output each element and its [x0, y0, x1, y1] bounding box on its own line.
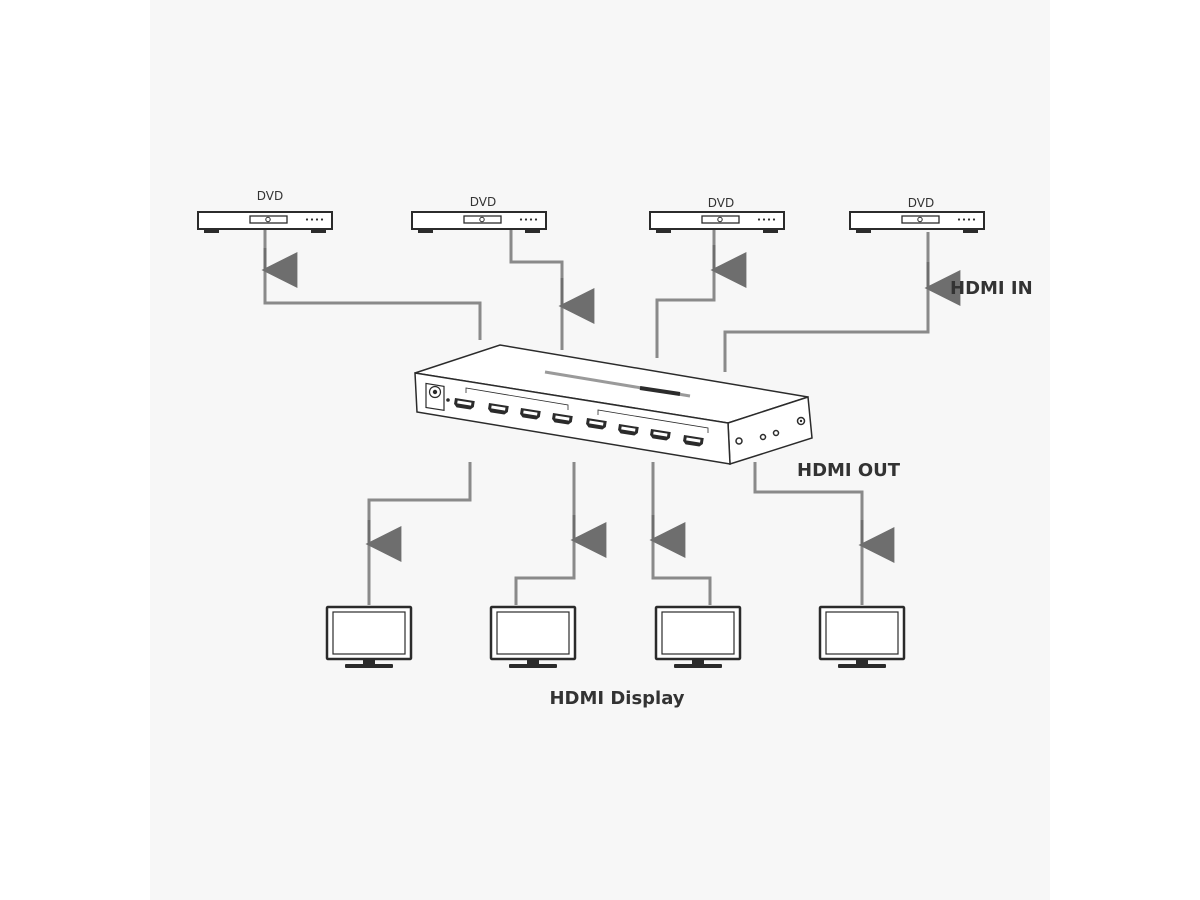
power-jack	[425, 382, 445, 412]
connector-dvd3	[655, 230, 716, 358]
dvd-player-2: DVD	[411, 195, 547, 234]
dvd-label-4: DVD	[908, 196, 934, 210]
backdrop-right	[1050, 0, 1200, 900]
connector-out2	[514, 462, 576, 605]
matrix-switch-device	[414, 344, 813, 466]
connector-dvd1	[263, 230, 482, 340]
display-3	[654, 605, 742, 670]
connection-lines	[261, 230, 961, 605]
connector-out1	[367, 462, 472, 605]
connector-dvd4	[723, 232, 930, 372]
hdmi-display-label: HDMI Display	[549, 688, 684, 709]
dvd-label-1: DVD	[257, 189, 283, 203]
backdrop-main	[150, 0, 1050, 900]
backdrop-left	[0, 0, 150, 900]
connector-out3	[651, 462, 712, 605]
dvd-label-2: DVD	[470, 195, 496, 209]
device-front-face	[414, 372, 731, 465]
connector-out4	[753, 462, 864, 605]
display-4	[818, 605, 906, 670]
display-1	[325, 605, 413, 670]
dvd-player-4: DVD	[849, 196, 985, 234]
hdmi-in-label: HDMI IN	[950, 278, 1033, 299]
dvd-player-1: DVD	[197, 189, 333, 234]
hdmi-out-label: HDMI OUT	[797, 460, 901, 481]
display-2	[489, 605, 577, 670]
dvd-player-3: DVD	[649, 196, 785, 234]
connector-dvd2	[509, 230, 564, 350]
dvd-label-3: DVD	[708, 196, 734, 210]
